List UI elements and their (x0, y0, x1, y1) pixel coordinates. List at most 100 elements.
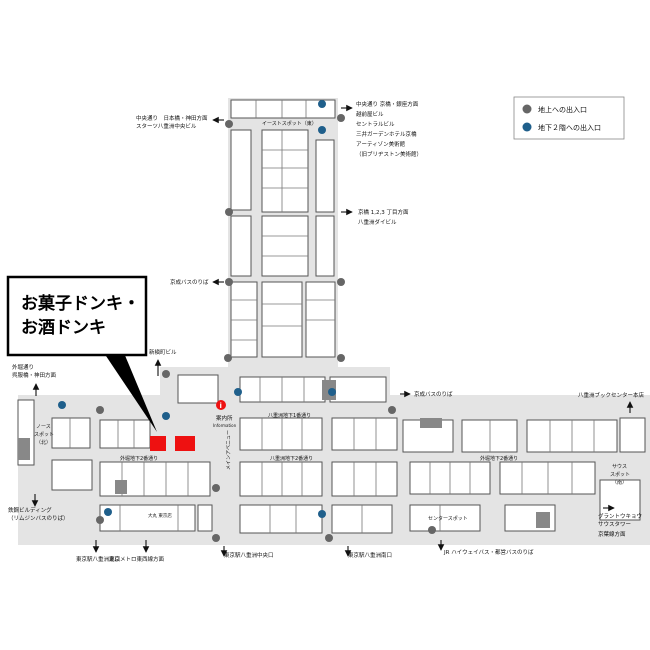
b2-exit-marker[interactable] (58, 401, 66, 409)
destination-keisei-upper: 京成バスのりば (170, 278, 224, 286)
b2-exit-marker[interactable] (318, 510, 326, 518)
destination-highway-bus: JR ハイウェイバス・都営バスのりば (437, 540, 534, 556)
callout-line-1: お菓子ドンキ・ (21, 294, 140, 314)
destination-sotobori: 外堀通り 呉服橋・神田方面 (12, 363, 57, 396)
information-point[interactable]: i 案内所 Information (213, 400, 237, 428)
svg-text:（南）: （南） (612, 479, 627, 486)
b2-exit-marker[interactable] (104, 508, 112, 516)
ground-exit-marker[interactable] (337, 354, 345, 362)
svg-text:東京駅八重洲中央口: 東京駅八重洲中央口 (224, 551, 274, 559)
north-blocks (230, 99, 336, 358)
b2-exit-marker[interactable] (162, 412, 170, 420)
b2-exit-marker[interactable] (318, 126, 326, 134)
ground-exit-marker[interactable] (96, 406, 104, 414)
ground-exit-marker[interactable] (428, 526, 436, 534)
b2-exit-swatch (522, 122, 532, 132)
svg-text:八重洲ダイビル: 八重洲ダイビル (358, 218, 397, 226)
svg-text:京橋 1,2,3 丁目方面: 京橋 1,2,3 丁目方面 (358, 208, 409, 216)
ground-exit-marker[interactable] (337, 278, 345, 286)
legend-b2-label: 地下２階への出入口 (538, 123, 601, 132)
destination-kyobashi: 京橋 1,2,3 丁目方面 八重洲ダイビル (341, 208, 409, 226)
exit-markers-ground (96, 114, 436, 542)
ground-exit-marker[interactable] (325, 534, 333, 542)
highlighted-shops (150, 436, 195, 451)
destination-keisei-lower: 京成バスのりば (400, 390, 453, 398)
svg-text:i: i (220, 402, 222, 410)
svg-text:八重洲ブックセンター本店: 八重洲ブックセンター本店 (578, 391, 645, 399)
ground-exit-marker[interactable] (388, 406, 396, 414)
destination-bookcenter: 八重洲ブックセンター本店 (578, 391, 645, 413)
b2-exit-marker[interactable] (328, 388, 336, 396)
svg-text:スポット: スポット (610, 471, 630, 478)
south-spot-label: サウス スポット （南） (610, 463, 630, 486)
destination-shinmaru: 新槇町ビル (149, 348, 177, 376)
callout: お菓子ドンキ・ お酒ドンキ (6, 275, 157, 432)
b2-exit-marker[interactable] (318, 100, 326, 108)
svg-text:京成バスのりば: 京成バスのりば (170, 278, 209, 286)
ground-exit-marker[interactable] (225, 278, 233, 286)
info-label: 案内所 (216, 414, 233, 422)
b2-exit-marker[interactable] (234, 388, 242, 396)
svg-text:東京駅八重洲北口: 東京駅八重洲北口 (76, 555, 120, 563)
callout-box (6, 275, 148, 357)
svg-text:アーティゾン美術館: アーティゾン美術館 (356, 140, 406, 148)
svg-text:（旧ブリヂストン美術館）: （旧ブリヂストン美術館） (356, 150, 422, 158)
ground-exit-marker[interactable] (212, 534, 220, 542)
destination-top-right: 中央通り 京橋・銀座方面 越前屋ビル セントラルビル 三井ガーデンホテル京橋 ア… (341, 100, 422, 158)
ground-exit-marker[interactable] (96, 516, 104, 524)
exit-markers-b2 (58, 100, 336, 518)
b2-street-label-west: 外堀地下2番通り (120, 455, 158, 462)
legend: 地上への出入口 地下２階への出入口 (513, 96, 625, 140)
b2-street-label-1: 八重洲地下2番通り (270, 455, 313, 462)
destination-granto: グラントウキョウ サウスタワー 京葉線方面 (598, 504, 642, 538)
highlighted-shop-2[interactable] (175, 436, 195, 451)
info-label-en: Information (213, 423, 237, 428)
svg-text:（リムジンバスのりば）: （リムジンバスのりば） (8, 514, 69, 522)
ground-exit-marker[interactable] (162, 370, 170, 378)
ground-exit-marker[interactable] (337, 114, 345, 122)
svg-text:JR ハイウェイバス・都営バスのりば: JR ハイウェイバス・都営バスのりば (443, 548, 534, 556)
destination-yaesu-north: 東京駅八重洲北口 (76, 540, 120, 563)
destination-yaesu-central: 東京駅八重洲中央口 (220, 546, 274, 559)
destination-yaesu-south: 東京駅八重洲南口 (344, 546, 392, 559)
svg-text:東京メトロ東西線方面: 東京メトロ東西線方面 (109, 555, 165, 563)
east-blocks (402, 417, 646, 532)
svg-text:グラントウキョウ: グラントウキョウ (598, 512, 642, 520)
central-blocks (239, 417, 398, 534)
callout-line-2: お酒ドンキ (21, 317, 106, 338)
highlighted-shop-1[interactable] (150, 436, 166, 451)
east-spot-label: イーストスポット（東） (262, 120, 317, 127)
b2-street-label-east: 外堀地下2番通り (480, 455, 518, 462)
svg-text:サウスタワー: サウスタワー (598, 520, 631, 528)
svg-text:新槇町ビル: 新槇町ビル (149, 348, 177, 356)
svg-text:越前屋ビル: 越前屋ビル (356, 110, 384, 118)
north-spot-label: ノース スポット （北） (34, 424, 54, 446)
main-street-label: メインアベニュー (226, 430, 232, 470)
b1-street-label-1: 八重洲地下1番通り (268, 412, 311, 419)
street-labels: イーストスポット（東） 八重洲地下1番通り 八重洲地下2番通り 外堀地下2番通り… (120, 120, 518, 522)
svg-text:東京駅八重洲南口: 東京駅八重洲南口 (348, 551, 392, 559)
ground-exit-marker[interactable] (225, 120, 233, 128)
ground-exit-marker[interactable] (225, 208, 233, 216)
svg-text:スポット: スポット (34, 431, 54, 438)
svg-text:（北）: （北） (36, 439, 51, 446)
ground-exit-marker[interactable] (212, 484, 220, 492)
svg-text:京成バスのりば: 京成バスのりば (414, 390, 453, 398)
svg-text:サウス: サウス (612, 463, 627, 470)
center-spot-label: センタースポット (428, 515, 468, 522)
ground-exit-marker[interactable] (224, 354, 232, 362)
svg-text:呉服橋・神田方面: 呉服橋・神田方面 (12, 371, 57, 379)
legend-ground-label: 地上への出入口 (538, 105, 587, 114)
svg-text:三井ガーデンホテル京橋: 三井ガーデンホテル京橋 (356, 130, 417, 138)
exit-markers (58, 100, 436, 542)
svg-text:外堀通り: 外堀通り (12, 363, 34, 371)
middle-blocks (177, 374, 387, 404)
destination-top-left: 中央通り 日本橋・神田方面 スターツ八重洲中央ビル (136, 114, 224, 130)
svg-text:ノース: ノース (36, 424, 51, 430)
svg-text:鉄鋼ビルディング: 鉄鋼ビルディング (8, 506, 52, 514)
destination-tekko: 鉄鋼ビルディング （リムジンバスのりば） (8, 494, 69, 522)
ground-exit-swatch (522, 104, 532, 114)
svg-text:中央通り 京橋・銀座方面: 中央通り 京橋・銀座方面 (356, 100, 419, 108)
